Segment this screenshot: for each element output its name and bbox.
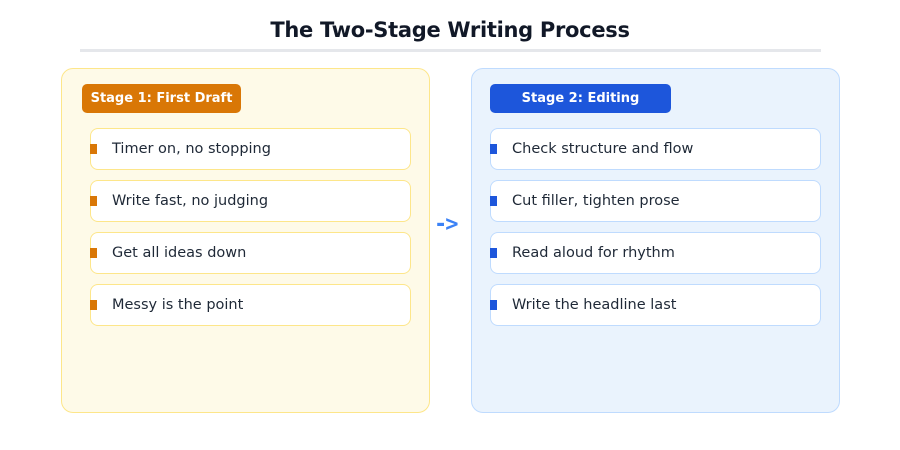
bullet-marker-icon xyxy=(90,144,97,154)
bullet-marker-icon xyxy=(490,144,497,154)
item-label: Cut filler, tighten prose xyxy=(512,193,680,209)
item-label: Check structure and flow xyxy=(512,141,694,157)
bullet-marker-icon xyxy=(490,248,497,258)
bullet-marker-icon xyxy=(90,196,97,206)
list-item: Get all ideas down xyxy=(90,232,411,274)
item-label: Read aloud for rhythm xyxy=(512,245,675,261)
title-divider xyxy=(80,49,821,52)
list-item: Timer on, no stopping xyxy=(90,128,411,170)
stage-1-panel: Stage 1: First Draft Timer on, no stoppi… xyxy=(61,68,430,413)
stage-2-panel: Stage 2: Editing Check structure and flo… xyxy=(471,68,840,413)
item-label: Messy is the point xyxy=(112,297,244,313)
item-label: Get all ideas down xyxy=(112,245,247,261)
stage-1-badge: Stage 1: First Draft xyxy=(82,84,241,113)
item-label: Write fast, no judging xyxy=(112,193,269,209)
list-item: Cut filler, tighten prose xyxy=(490,180,821,222)
list-item: Write the headline last xyxy=(490,284,821,326)
bullet-marker-icon xyxy=(90,248,97,258)
list-item: Write fast, no judging xyxy=(90,180,411,222)
list-item: Check structure and flow xyxy=(490,128,821,170)
arrow-right-icon: -> xyxy=(434,212,458,237)
item-label: Timer on, no stopping xyxy=(112,141,271,157)
bullet-marker-icon xyxy=(490,196,497,206)
page-title: The Two-Stage Writing Process xyxy=(270,18,630,42)
list-item: Read aloud for rhythm xyxy=(490,232,821,274)
stage-2-badge: Stage 2: Editing xyxy=(490,84,671,113)
bullet-marker-icon xyxy=(90,300,97,310)
list-item: Messy is the point xyxy=(90,284,411,326)
bullet-marker-icon xyxy=(490,300,497,310)
item-label: Write the headline last xyxy=(512,297,677,313)
